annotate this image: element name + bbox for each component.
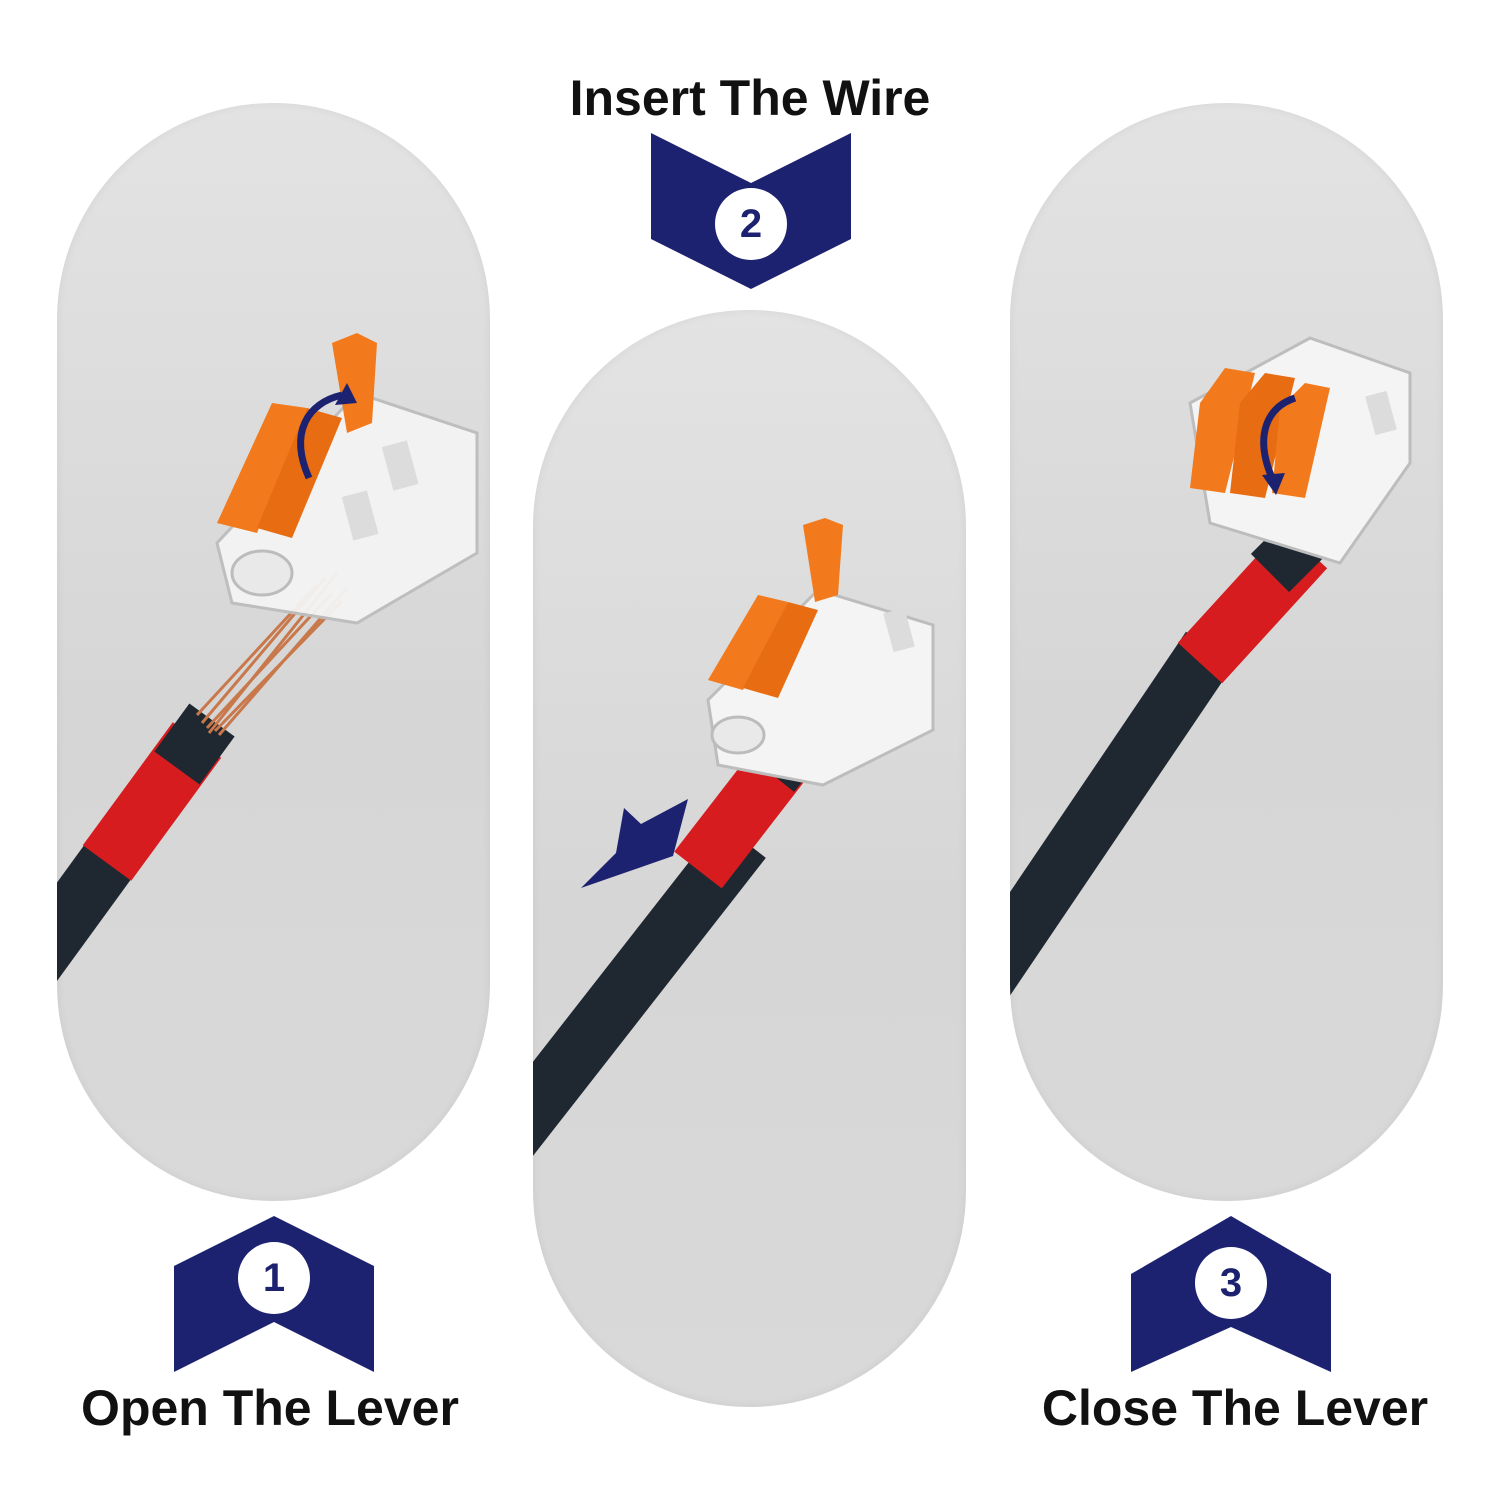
step-2-badge: 2 (651, 133, 851, 289)
insert-arrow-icon (581, 799, 688, 888)
step-3-number: 3 (1219, 1261, 1243, 1305)
step-2-label: Insert The Wire (569, 70, 931, 126)
step-1-label: Open The Lever (81, 1380, 459, 1436)
step-3-badge: 3 (1131, 1216, 1331, 1372)
down-arrow-badge-icon (651, 133, 851, 289)
step-3-label: Close The Lever (1041, 1380, 1429, 1436)
step-3-illustration (1010, 336, 1412, 996)
step-3-panel (1010, 103, 1443, 1201)
step-2-panel (533, 310, 966, 1407)
up-arrow-badge-icon (1131, 1216, 1331, 1372)
step-1-badge: 1 (174, 1216, 374, 1372)
step-1-illustration (57, 333, 479, 982)
step-2-illustration (533, 518, 935, 1156)
step-2-number: 2 (739, 202, 763, 246)
step-1-number: 1 (262, 1256, 286, 1300)
lever-arrow-down-icon (1260, 394, 1297, 495)
step-1-panel (57, 103, 490, 1201)
up-arrow-badge-icon (174, 1216, 374, 1372)
lever-arrow-up-icon (297, 383, 357, 480)
